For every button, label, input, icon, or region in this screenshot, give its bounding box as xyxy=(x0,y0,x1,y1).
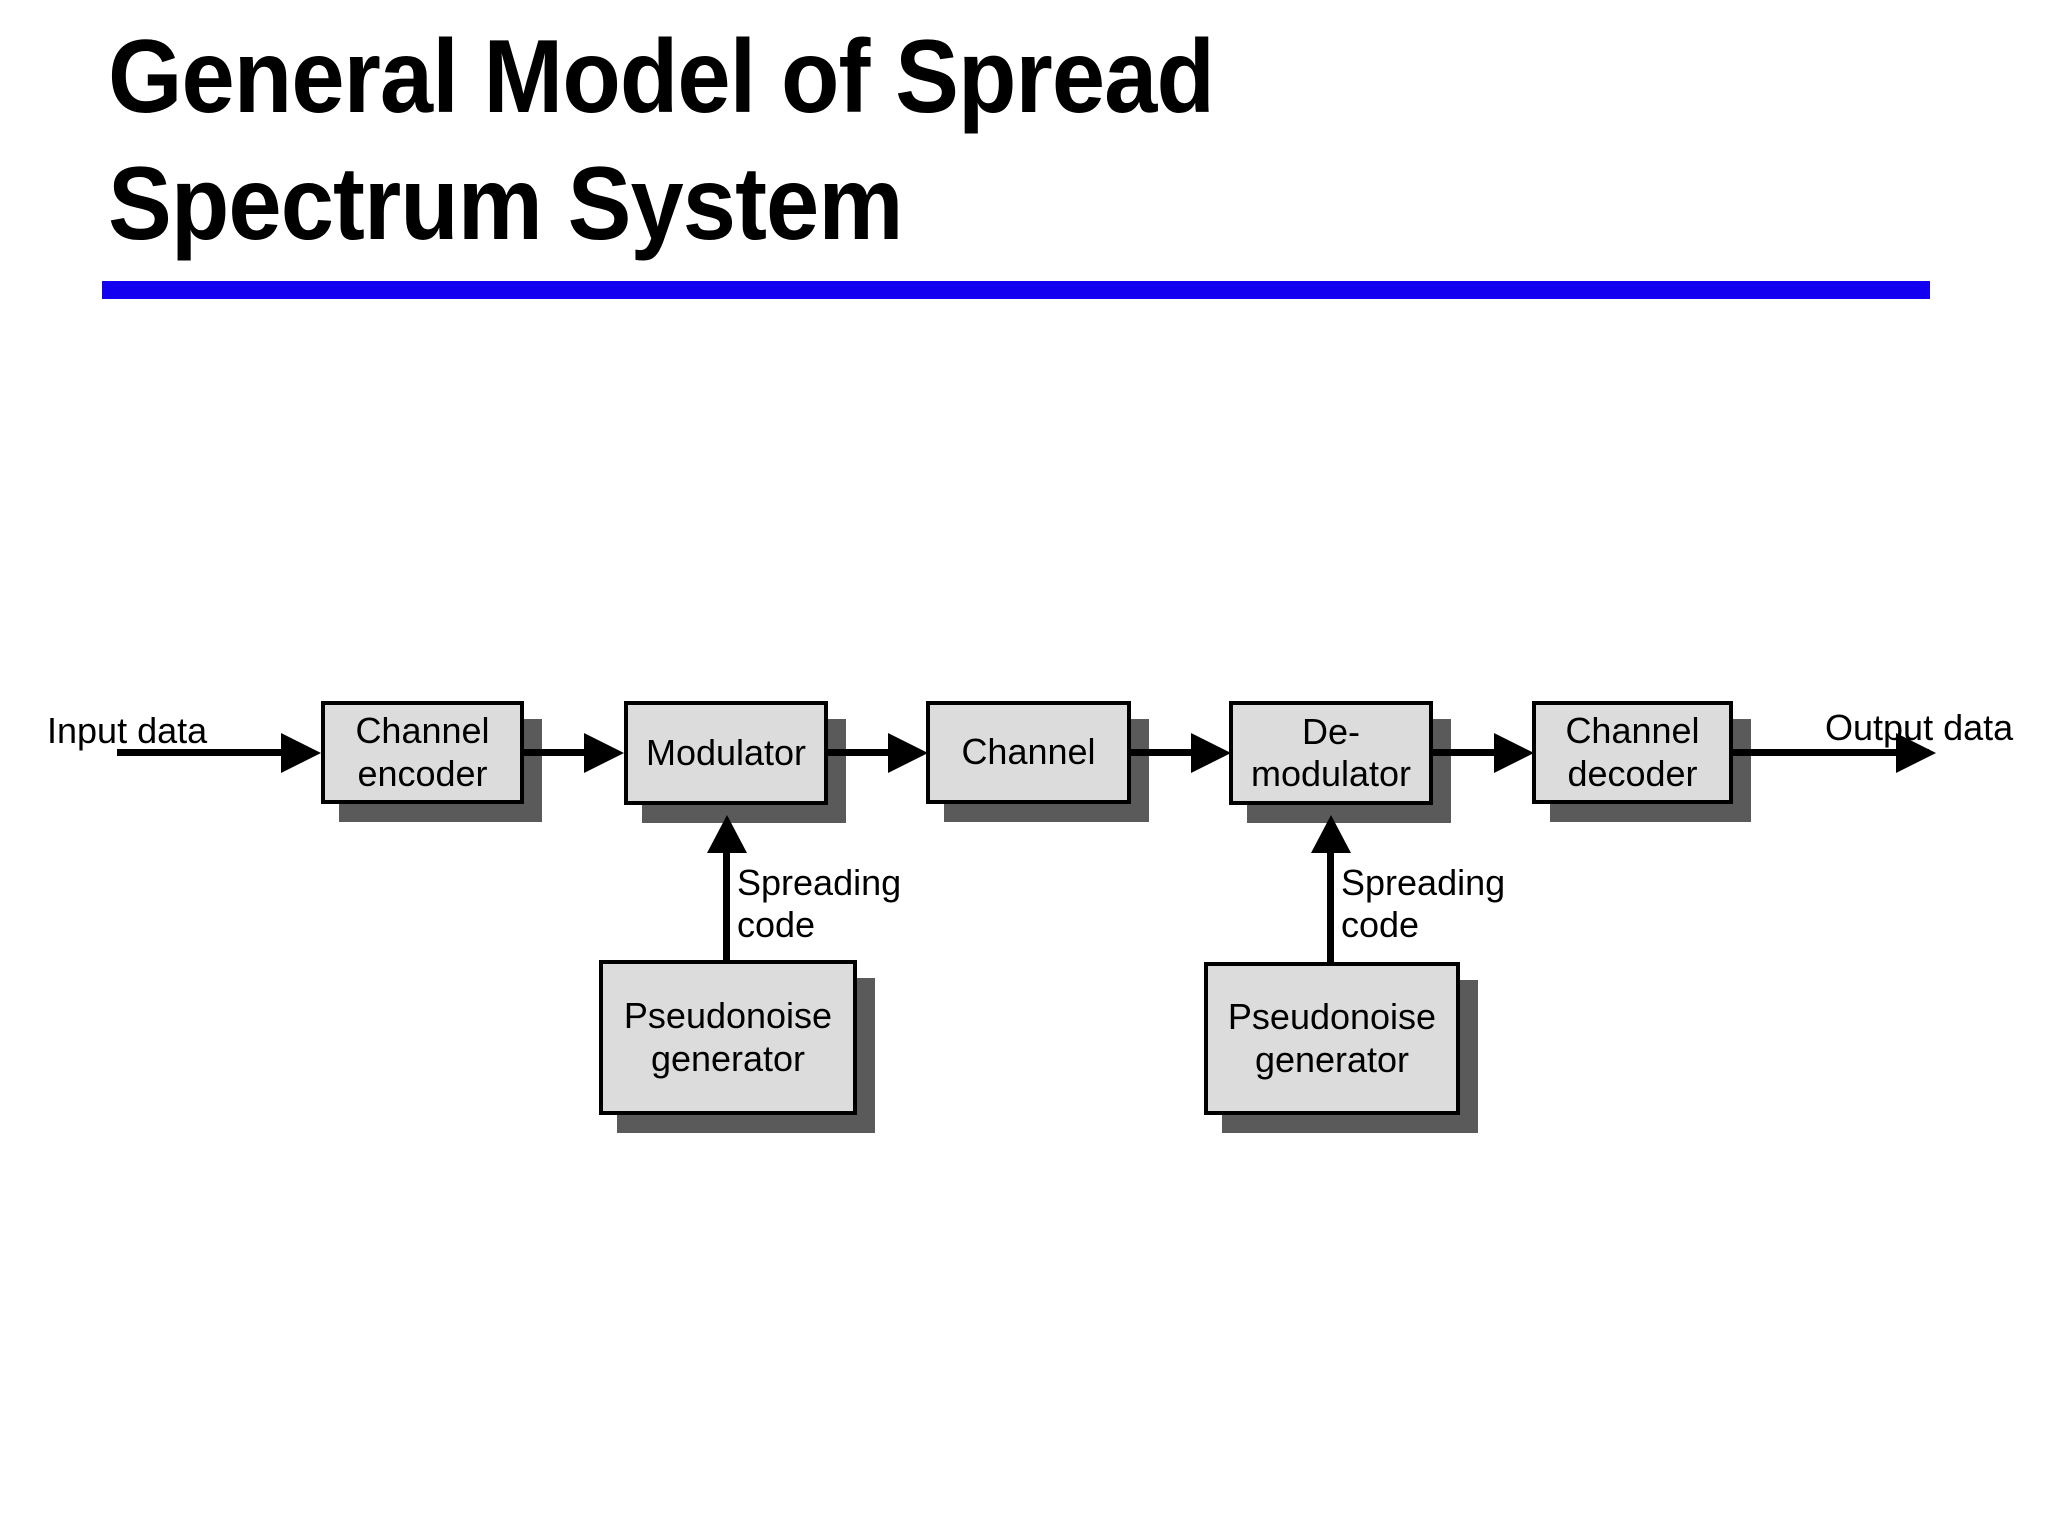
edge-pn-tx-to-modulator xyxy=(723,851,730,963)
arrowhead-channel-to-demodulator xyxy=(1191,733,1231,773)
node-pn-generator-tx[interactable]: Pseudonoise generator xyxy=(599,960,857,1115)
spreading-code-label-rx: Spreading code xyxy=(1341,862,1506,946)
edge-modulator-to-channel xyxy=(824,749,916,756)
spreading-code-label-tx: Spreading code xyxy=(737,862,902,946)
page-title: General Model of Spread Spectrum System xyxy=(108,19,1215,262)
node-channel-decoder[interactable]: Channel decoder xyxy=(1532,701,1733,804)
arrowhead-channel-decoder-to-output xyxy=(1896,733,1936,773)
node-pn-generator-rx[interactable]: Pseudonoise generator xyxy=(1204,962,1460,1115)
edge-channel-to-demodulator xyxy=(1127,749,1219,756)
node-modulator[interactable]: Modulator xyxy=(624,701,828,805)
edge-pn-rx-to-demodulator xyxy=(1327,851,1334,965)
edge-channel-decoder-to-output xyxy=(1729,749,1929,756)
edge-channel-encoder-to-modulator xyxy=(520,749,610,756)
arrowhead-pn-rx-to-demodulator xyxy=(1311,815,1351,853)
edge-demodulator-to-channel-decoder xyxy=(1429,749,1524,756)
arrowhead-channel-encoder-to-modulator xyxy=(584,733,624,773)
edge-input-to-channel-encoder xyxy=(117,749,307,756)
node-channel[interactable]: Channel xyxy=(926,701,1131,804)
title-block: General Model of Spread Spectrum System xyxy=(108,14,1608,268)
node-channel-encoder[interactable]: Channel encoder xyxy=(321,701,524,804)
input-data-label: Input data xyxy=(47,710,208,751)
arrowhead-input-to-channel-encoder xyxy=(281,733,321,773)
node-demodulator[interactable]: De- modulator xyxy=(1229,701,1433,805)
title-underline-rule xyxy=(102,281,1930,299)
arrowhead-demodulator-to-channel-decoder xyxy=(1494,733,1534,773)
arrowhead-pn-tx-to-modulator xyxy=(707,815,747,853)
arrowhead-modulator-to-channel xyxy=(888,733,928,773)
